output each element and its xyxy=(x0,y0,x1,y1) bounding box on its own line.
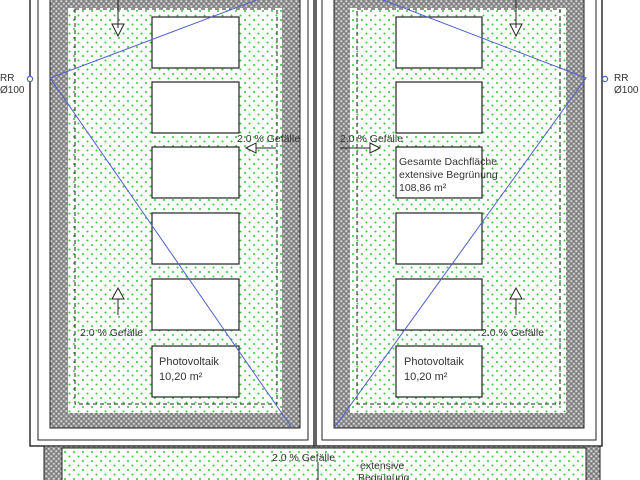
left-pv-label: Photovoltaik xyxy=(159,356,219,368)
left-arrow-left-icon xyxy=(244,142,276,154)
roof-drain-right-label: RR xyxy=(614,73,628,84)
total-area-label-line2: extensive Begrünung xyxy=(399,169,498,181)
right-pv-panel-5 xyxy=(395,278,483,331)
right-roof: 2.0 % Gefälle 2.0 % Gefälle Photovoltaik… xyxy=(315,0,603,447)
left-pv-area: 10,20 m² xyxy=(159,371,203,383)
left-drainage-lines xyxy=(49,0,293,429)
right-pv-panel-6 xyxy=(395,345,483,398)
left-pv-panel-3 xyxy=(151,146,240,199)
right-pv-panel-3 xyxy=(395,146,483,199)
left-pv-panel-6 xyxy=(151,345,240,398)
right-pv-label: Photovoltaik xyxy=(404,356,464,368)
left-roof: 2.0 % Gefälle 2.0 % Gefälle Photovoltaik… xyxy=(29,0,315,447)
right-roof-vegetation-edge xyxy=(356,8,561,405)
right-slope-label-lower: 2.0 % Gefälle xyxy=(481,327,544,339)
right-roof-parapet xyxy=(321,0,597,441)
left-slope-label-lower: 2.0 % Gefälle xyxy=(80,327,143,339)
left-pv-panel-5 xyxy=(151,278,240,331)
left-roof-parapet xyxy=(37,0,309,441)
bottom-roof-label-line2: Begrünung xyxy=(358,472,410,480)
right-slope-label-upper: 2.0 % Gefälle xyxy=(340,133,403,145)
left-pv-panel-1 xyxy=(151,16,240,69)
right-arrow-right-icon xyxy=(340,142,382,154)
right-arrow-up-icon xyxy=(509,286,523,315)
left-pv-panel-2 xyxy=(151,81,240,134)
left-slope-label-upper: 2.0 % Gefälle xyxy=(237,133,300,145)
right-pv-panel-1 xyxy=(395,16,483,69)
left-arrow-down-icon xyxy=(111,0,125,38)
total-area-label-line1: Gesamte Dachfläche xyxy=(399,156,497,168)
roof-drain-right-icon xyxy=(601,75,609,83)
total-area-value: 108,86 m² xyxy=(399,182,447,194)
bottom-roof: 2.0 % Gefälle extensive Begrünung xyxy=(43,445,601,480)
bottom-roof-label-line1: extensive xyxy=(360,460,405,472)
right-pv-area: 10,20 m² xyxy=(404,371,448,383)
right-pv-panel-2 xyxy=(395,81,483,134)
roof-drain-left-icon xyxy=(26,75,34,83)
roof-drain-left-label: RR xyxy=(0,73,14,84)
right-drainage-lines xyxy=(333,0,587,429)
bottom-roof-green-area-dots xyxy=(62,448,586,480)
right-pv-panel-4 xyxy=(395,212,483,265)
right-arrow-down-icon xyxy=(509,0,523,38)
roof-drain-left: RR Ø100 xyxy=(0,73,34,96)
bottom-roof-vegetation-edge xyxy=(61,447,587,480)
roof-drain-right: RR Ø100 xyxy=(601,73,639,96)
roof-drain-right-diameter: Ø100 xyxy=(614,85,639,96)
left-roof-vegetation-edge xyxy=(74,8,278,405)
roof-drain-left-diameter: Ø100 xyxy=(0,85,25,96)
bottom-slope-label: 2.0 % Gefälle xyxy=(272,452,335,464)
left-arrow-up-icon xyxy=(111,286,125,315)
left-pv-panel-4 xyxy=(151,212,240,265)
